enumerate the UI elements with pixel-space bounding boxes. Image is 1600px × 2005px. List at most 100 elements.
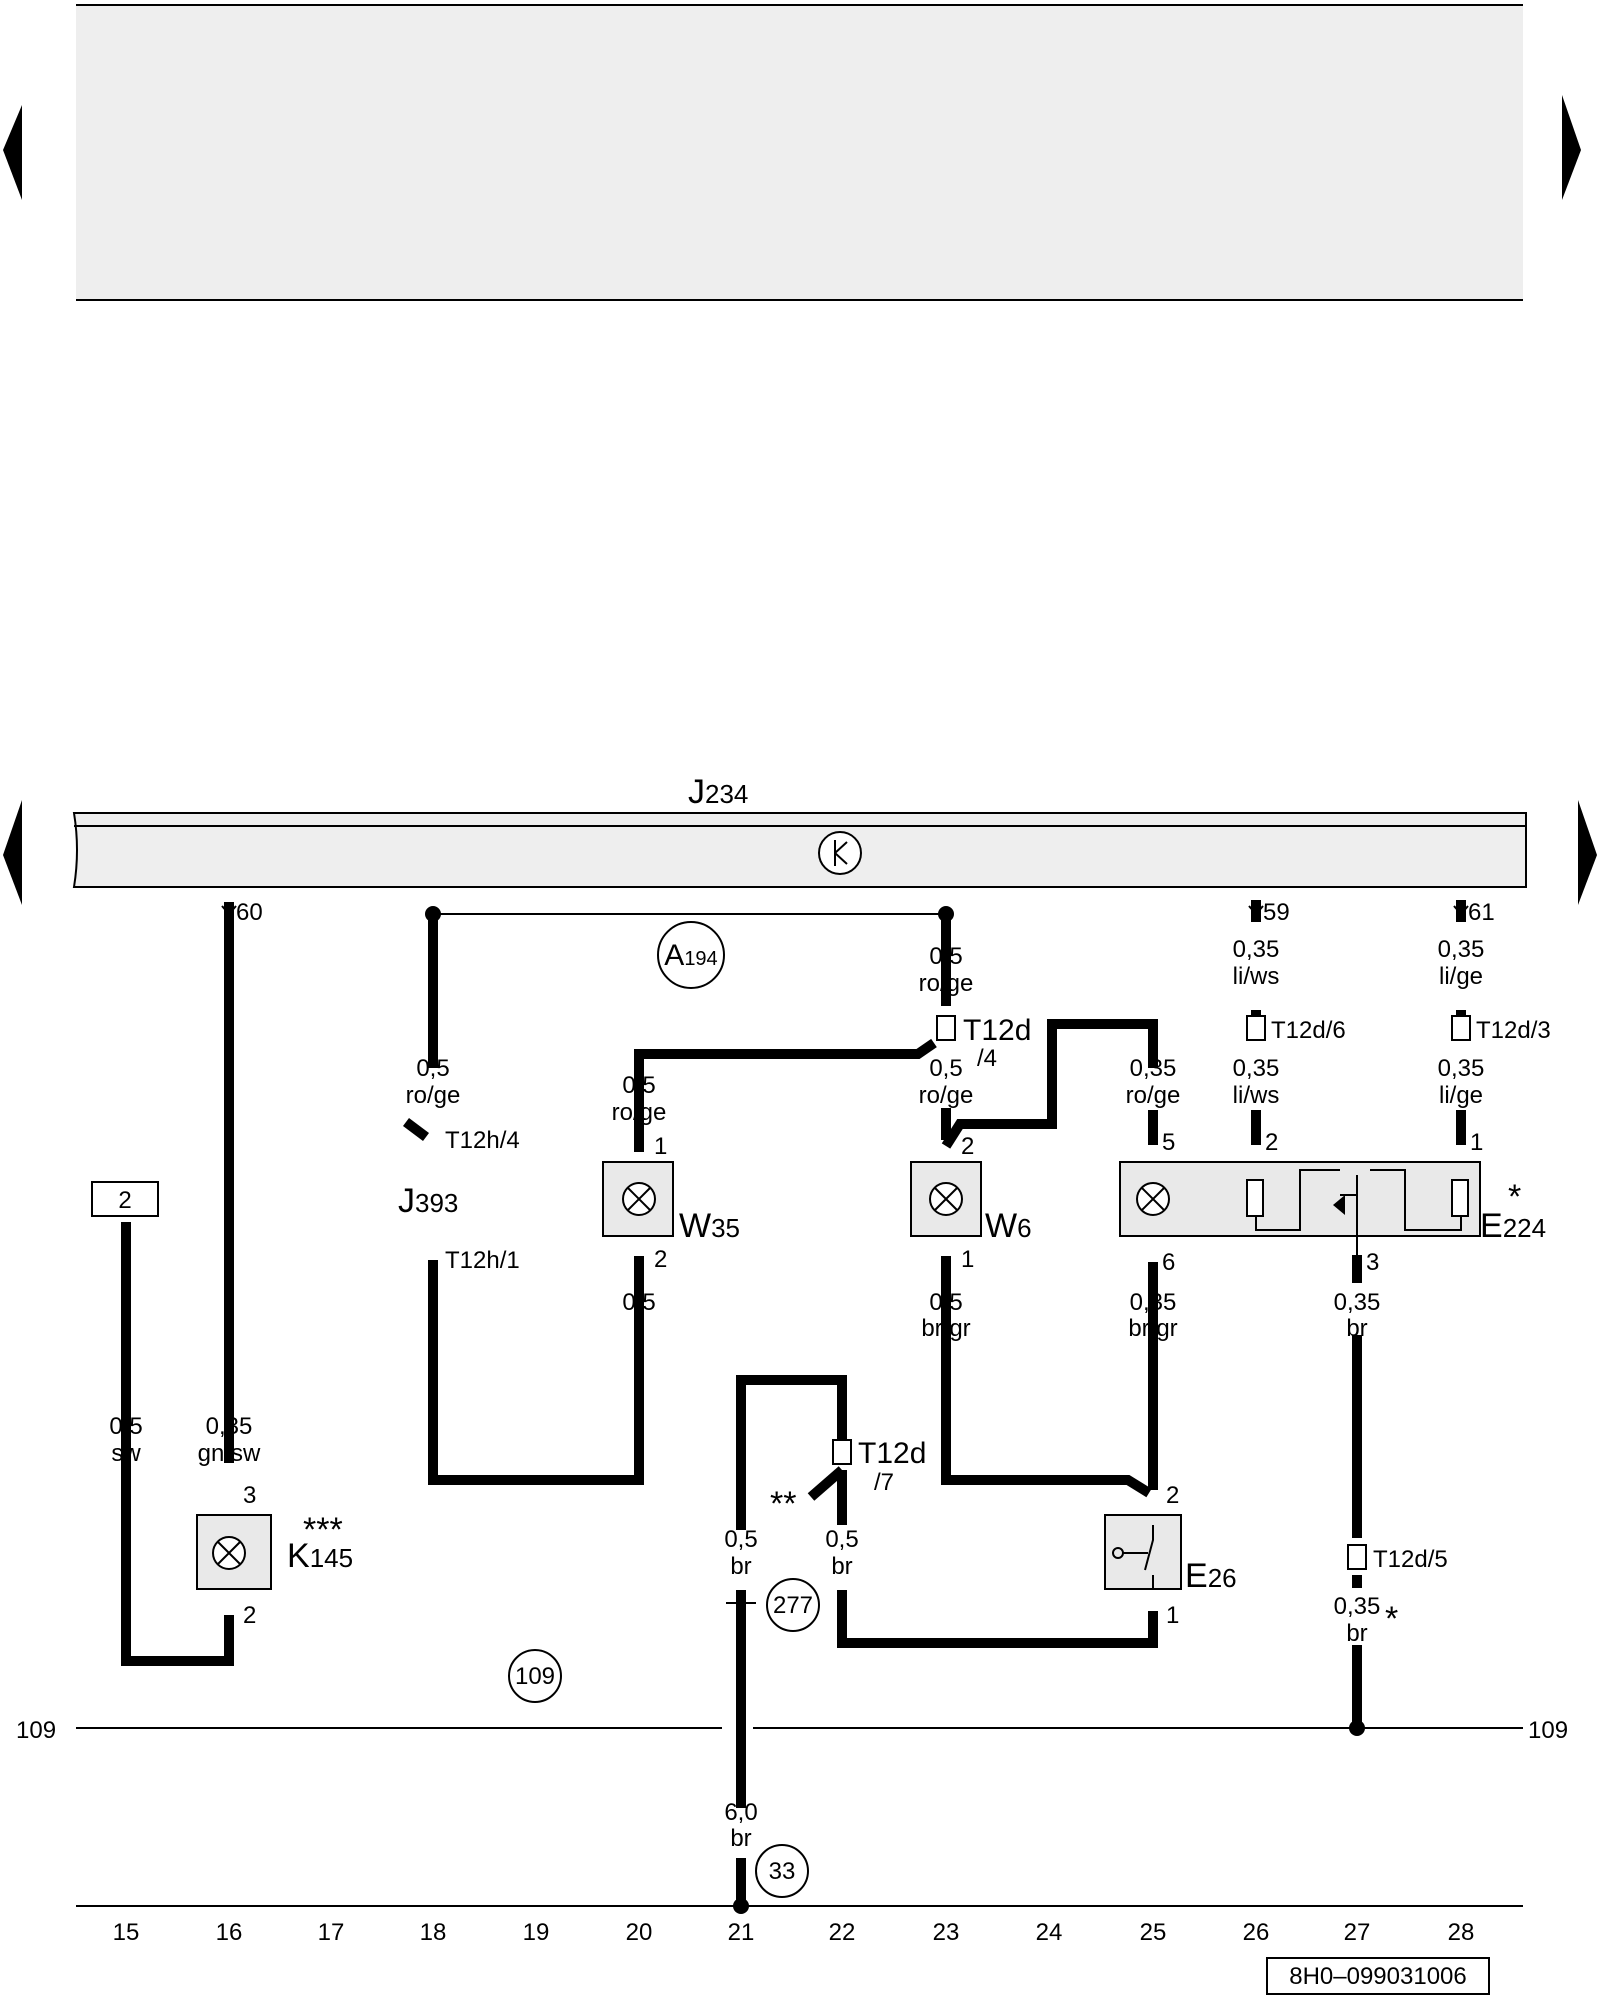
wire-gauge: 0,5 (622, 1072, 655, 1099)
j234-label: J234 (688, 773, 748, 811)
wire-col18-col20-loop (428, 1260, 644, 1485)
bulb-cross (934, 1187, 958, 1211)
column-number: 15 (113, 1919, 140, 1946)
t12d5-icon (1347, 1544, 1367, 1570)
wire-color: br (1346, 1620, 1367, 1647)
wire-gauge: 0,35 (1334, 1289, 1381, 1316)
airbag-symbol-icon (818, 831, 862, 875)
w6-pin-bottom: 1 (961, 1246, 974, 1273)
e224-label: E224 (1480, 1207, 1546, 1245)
t12d3-icon (1451, 1015, 1471, 1041)
j234-pin-59: 59 (1263, 899, 1290, 926)
wire-gauge: 0,5 (929, 1055, 962, 1082)
ref-box (91, 1181, 159, 1217)
j234-body (72, 812, 1527, 888)
circle-277-label: 277 (773, 1592, 813, 1619)
wire-gauge: 0,35 (1130, 1055, 1177, 1082)
wire-color: ro/ge (406, 1082, 461, 1109)
w6-label: W6 (985, 1207, 1032, 1245)
airbag-symbol-glyph (834, 840, 848, 866)
wire-col23-col25-jog (941, 1019, 1158, 1149)
wire-gauge: 0,35 (1334, 1593, 1381, 1620)
e224-switch-wire (1340, 1169, 1462, 1255)
bulb-cross (217, 1541, 241, 1565)
t12d6-label: T12d/6 (1271, 1017, 1346, 1044)
rail-ref-left: 109 (16, 1717, 56, 1744)
connector-symbols (832, 1015, 1471, 1570)
pin-arrow-marks (221, 905, 1469, 916)
wire-gauge: 0,5 (416, 1055, 449, 1082)
component-e224 (1119, 1161, 1481, 1255)
next-page-arrow-icon[interactable] (1562, 95, 1581, 200)
resistor-icon (1451, 1179, 1469, 1217)
wire-color: gn/sw (198, 1440, 261, 1467)
next-page-arrow-lower-icon[interactable] (1578, 800, 1597, 905)
circle-109 (508, 1649, 562, 1703)
e26-pin-top: 2 (1166, 1482, 1179, 1509)
t12d5-label: T12d/5 (1373, 1546, 1448, 1573)
wire-gauge: 0,35 (206, 1413, 253, 1440)
wire-labels: 0,5 sw 0,35 gn/sw 0,5 ro/ge 0,5 ro/ge 0,… (109, 936, 1484, 1852)
k145-pin-top: 3 (243, 1482, 256, 1509)
e224-pin-5: 5 (1162, 1129, 1175, 1156)
double-star-mark: ** (770, 1485, 796, 1523)
column-number: 20 (626, 1919, 653, 1946)
wire-color: li (634, 1315, 645, 1342)
wire-color: br/gr (921, 1315, 970, 1342)
wire-color: ro/ge (1126, 1082, 1181, 1109)
column-number: 19 (523, 1919, 550, 1946)
doc-code: 8H0–099031006 (1289, 1963, 1467, 1990)
prev-page-arrow-icon[interactable] (3, 105, 22, 200)
prev-page-arrow-lower-icon[interactable] (3, 800, 22, 905)
column-number: 18 (420, 1919, 447, 1946)
column-number: 17 (318, 1919, 345, 1946)
a194-circle (657, 921, 725, 989)
wire-color: ro/ge (612, 1099, 667, 1126)
pin-arrow-icon (1453, 905, 1469, 916)
w35-label: W35 (679, 1207, 740, 1245)
rail-ref-right: 109 (1528, 1717, 1568, 1744)
pushbutton-icon (1333, 1195, 1345, 1215)
e224-pin-2: 2 (1265, 1129, 1278, 1156)
ref-box-label: 2 (118, 1187, 131, 1214)
wire-gauge: 6,0 (724, 1799, 757, 1826)
pin-labels: 3 2 1 2 2 1 5 2 1 6 3 2 1 (243, 1129, 1483, 1629)
j234-pin-60: 60 (236, 899, 263, 926)
doc-code-box (1266, 1957, 1490, 1995)
component-w35 (602, 1161, 674, 1237)
circle-109-label: 109 (515, 1663, 555, 1690)
bulb-cross (1141, 1187, 1165, 1211)
wire-color: sw (111, 1440, 141, 1467)
column-number: 16 (216, 1919, 243, 1946)
wire-gauge: 0,35 (1233, 936, 1280, 963)
w6-pin-top: 2 (961, 1133, 974, 1160)
e26-label: E26 (1185, 1557, 1237, 1595)
junction-dot (938, 906, 954, 922)
t12h4-label: T12h/4 (445, 1127, 520, 1154)
wire-gauge: 0,35 (1233, 1055, 1280, 1082)
wire-col20-to-t12d4 (634, 1038, 937, 1152)
column-number: 23 (933, 1919, 960, 1946)
circle-33-label: 33 (769, 1858, 796, 1885)
j393-label: J393 (398, 1182, 458, 1220)
wire-col15-loop (121, 1222, 234, 1666)
wire-gauge: 0,35 (1130, 1289, 1177, 1316)
column-number: 22 (829, 1919, 856, 1946)
wire-col22-to-e26 (837, 1590, 1158, 1648)
column-number: 24 (1036, 1919, 1063, 1946)
wire-color: br (730, 1825, 751, 1852)
t12d6-icon (1246, 1015, 1266, 1041)
connector-labels: T12h/4 T12h/1 T12d /4 T12d/6 T12d/3 T12d… (445, 1014, 1551, 1573)
wire-gauge: 0,5 (109, 1413, 142, 1440)
column-number: 25 (1140, 1919, 1167, 1946)
e224-pin-1: 1 (1470, 1129, 1483, 1156)
wire-color: br/gr (1128, 1315, 1177, 1342)
column-number: 27 (1344, 1919, 1371, 1946)
wire-col21-col22-loop (736, 1375, 847, 1530)
t12d4-icon (936, 1015, 956, 1041)
column-number: 21 (728, 1919, 755, 1946)
wire-color: br (831, 1553, 852, 1580)
component-w6 (910, 1161, 982, 1237)
wire-t12h4-stub (403, 1118, 429, 1141)
